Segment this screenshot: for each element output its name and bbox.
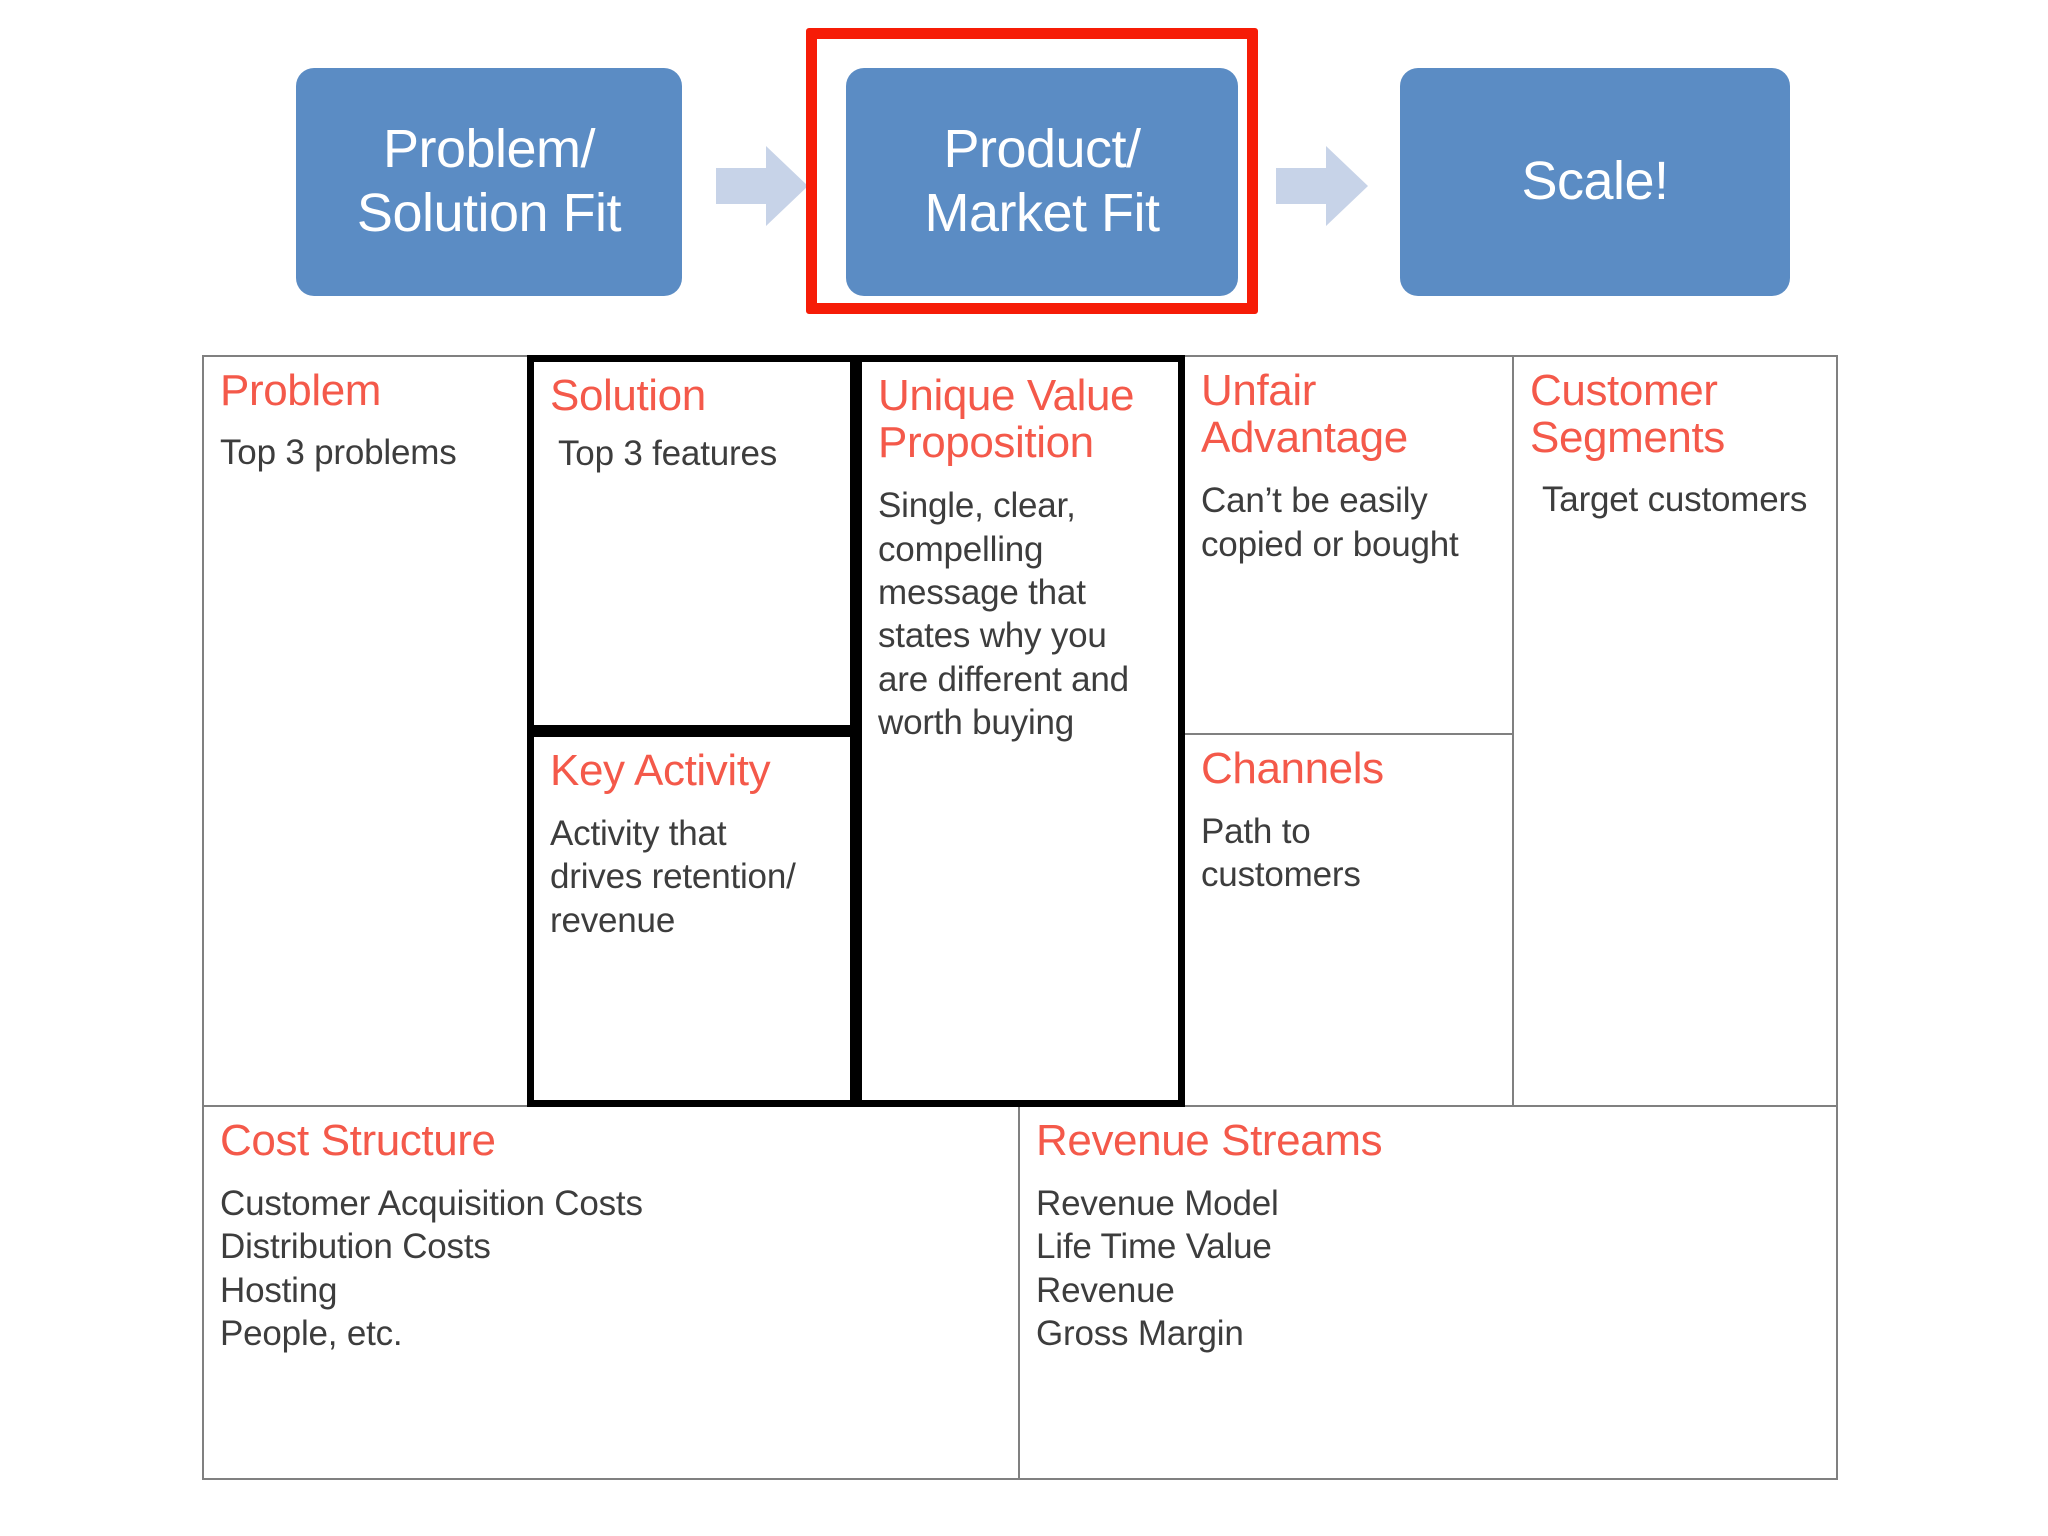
product-market-fit-highlight-box [806, 28, 1258, 314]
cell-body-problem: Top 3 problems [220, 433, 457, 473]
cell-title-problem: Problem [220, 366, 382, 415]
canvas-cell-unique-value-proposition[interactable]: Unique Value Proposition Single, clear, … [855, 355, 1185, 1107]
canvas-cell-customer-segments[interactable]: Customer Segments Target customers [1512, 355, 1838, 1107]
canvas-cell-revenue-streams[interactable]: Revenue Streams Revenue Model Life Time … [1018, 1105, 1838, 1480]
cell-title-unfair-advantage: Unfair Advantage [1201, 366, 1408, 463]
canvas-cell-channels[interactable]: Channels Path to customers [1183, 733, 1514, 1107]
arrow-right-icon-2 [1276, 146, 1368, 226]
canvas-cell-problem[interactable]: Problem Top 3 problems [202, 355, 529, 1107]
cell-title-revenue-streams: Revenue Streams [1036, 1116, 1383, 1165]
stage-box-product-market-fit[interactable]: Product/ Market Fit [846, 68, 1238, 296]
canvas-cell-key-activity[interactable]: Key Activity Activity that drives retent… [527, 730, 857, 1107]
canvas-cell-solution[interactable]: Solution Top 3 features [527, 355, 857, 732]
cell-body-cost-structure: Customer Acquisition Costs Distribution … [220, 1184, 643, 1354]
cell-body-channels: Path to customers [1201, 812, 1361, 895]
cell-body-customer-segments: Target customers [1542, 480, 1808, 520]
cell-body-unique-value-proposition: Single, clear, compelling message that s… [878, 486, 1129, 743]
cell-title-unique-value-proposition: Unique Value Proposition [878, 371, 1135, 468]
cell-title-channels: Channels [1201, 744, 1384, 793]
cell-body-solution: Top 3 features [558, 434, 778, 474]
arrow-right-icon-1 [716, 146, 808, 226]
stage-flow-diagram: Problem/ Solution Fit Product/ Market Fi… [0, 0, 2048, 330]
canvas-cell-unfair-advantage[interactable]: Unfair Advantage Can’t be easily copied … [1183, 355, 1514, 735]
canvas-cell-cost-structure[interactable]: Cost Structure Customer Acquisition Cost… [202, 1105, 1020, 1480]
cell-body-revenue-streams: Revenue Model Life Time Value Revenue Gr… [1036, 1184, 1279, 1354]
cell-body-unfair-advantage: Can’t be easily copied or bought [1201, 481, 1459, 564]
stage-box-problem-solution-fit[interactable]: Problem/ Solution Fit [296, 68, 682, 296]
cell-title-key-activity: Key Activity [550, 746, 771, 795]
cell-body-key-activity: Activity that drives retention/ revenue [550, 814, 796, 940]
lean-canvas-grid: Problem Top 3 problems Solution Top 3 fe… [202, 355, 1838, 1480]
stage-box-scale[interactable]: Scale! [1400, 68, 1790, 296]
cell-title-customer-segments: Customer Segments [1530, 366, 1725, 463]
cell-title-cost-structure: Cost Structure [220, 1116, 496, 1165]
cell-title-solution: Solution [550, 371, 706, 420]
